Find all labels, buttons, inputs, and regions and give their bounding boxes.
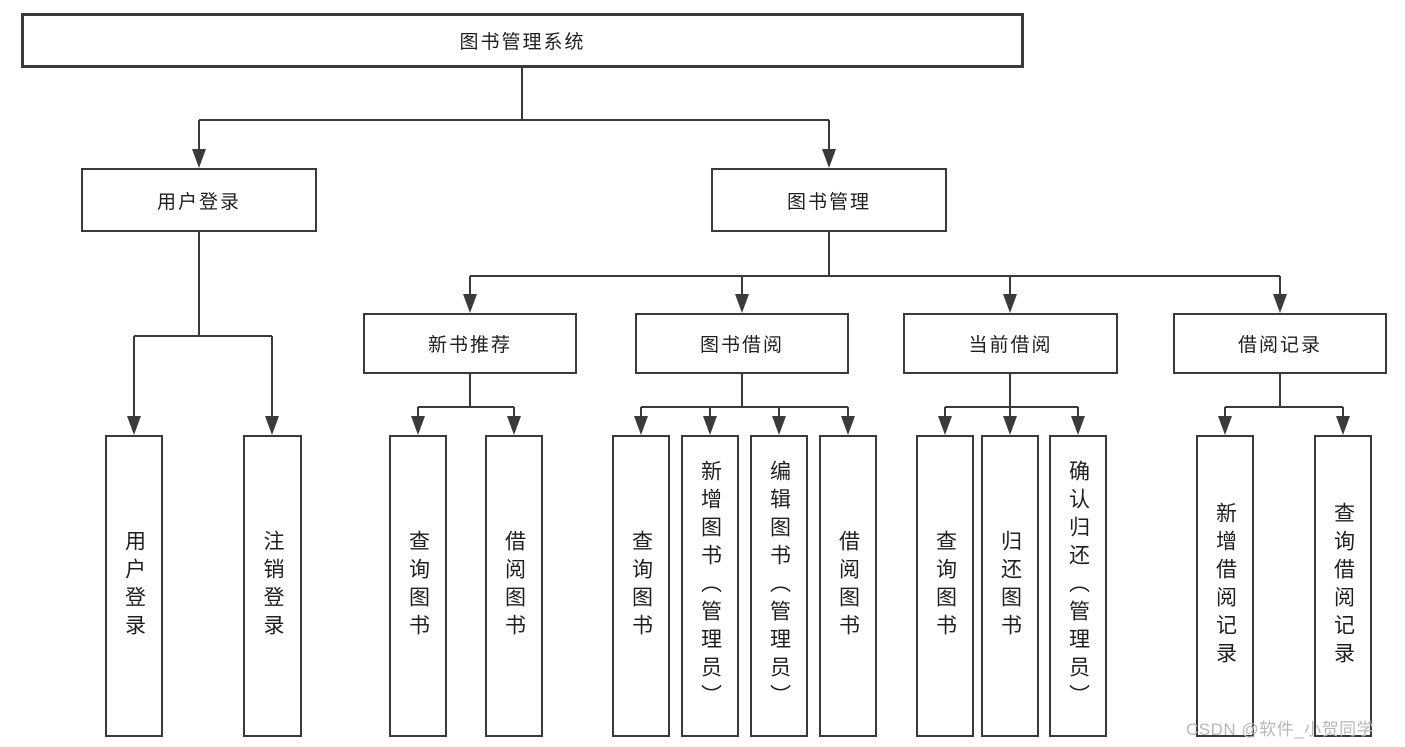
connector-new-book-children — [417, 374, 515, 419]
leaf-borrow-books-1: 借阅图书 — [485, 435, 543, 737]
arrowhead — [1336, 416, 1350, 435]
leaf-query-books-2: 查询图书 — [612, 435, 670, 737]
node-user-login-label: 用户登录 — [156, 191, 241, 213]
arrowhead — [735, 294, 749, 313]
leaf-add-book-admin: 新增图书（管理员） — [681, 435, 739, 737]
leaf-logout: 注销登录 — [243, 435, 302, 737]
leaf-confirm-return-admin-label: 确认归还（管理员） — [1066, 460, 1090, 712]
connector-current-borrow-children — [944, 374, 1079, 419]
arrowhead — [1218, 416, 1232, 435]
leaf-query-books-3: 查询图书 — [916, 435, 974, 737]
node-book-borrow-label: 图书借阅 — [699, 335, 784, 356]
arrowhead — [1003, 416, 1017, 435]
arrowhead — [192, 149, 206, 168]
leaf-confirm-return-admin: 确认归还（管理员） — [1049, 435, 1107, 737]
node-book-management-label: 图书管理 — [786, 191, 871, 213]
leaf-query-borrow-record: 查询借阅记录 — [1314, 435, 1372, 737]
leaf-query-books-3-label: 查询图书 — [933, 530, 957, 642]
node-new-book-recommend: 新书推荐 — [363, 313, 577, 374]
leaf-edit-book-admin: 编辑图书（管理员） — [750, 435, 808, 737]
arrowhead — [703, 416, 717, 435]
leaf-add-borrow-record: 新增借阅记录 — [1196, 435, 1254, 737]
leaf-query-books-1: 查询图书 — [389, 435, 447, 737]
leaf-add-book-admin-label: 新增图书（管理员） — [698, 460, 722, 712]
node-new-book-recommend-label: 新书推荐 — [427, 335, 512, 356]
node-current-borrow-label: 当前借阅 — [968, 335, 1053, 356]
arrowhead — [1273, 294, 1287, 313]
leaf-logout-label: 注销登录 — [261, 530, 285, 642]
leaf-query-books-1-label: 查询图书 — [406, 530, 430, 642]
leaf-borrow-books-1-label: 借阅图书 — [502, 530, 526, 642]
arrowhead — [265, 416, 279, 435]
connector-book-borrow-children — [640, 374, 849, 419]
node-book-management: 图书管理 — [711, 168, 947, 232]
arrowhead — [1003, 294, 1017, 313]
arrowhead — [938, 416, 952, 435]
leaf-return-books: 归还图书 — [981, 435, 1039, 737]
node-borrow-record: 借阅记录 — [1173, 313, 1387, 374]
node-library-system: 图书管理系统 — [21, 13, 1024, 68]
arrowhead — [772, 416, 786, 435]
connector-user-login-children — [133, 232, 273, 419]
leaf-edit-book-admin-label: 编辑图书（管理员） — [767, 460, 791, 712]
arrowhead — [411, 416, 425, 435]
leaf-add-borrow-record-label: 新增借阅记录 — [1213, 502, 1237, 670]
arrowhead — [127, 416, 141, 435]
leaf-user-login: 用户登录 — [105, 435, 163, 737]
arrowhead — [841, 416, 855, 435]
arrowhead — [463, 294, 477, 313]
node-user-login: 用户登录 — [81, 168, 317, 232]
leaf-borrow-books-2: 借阅图书 — [819, 435, 877, 737]
leaf-return-books-label: 归还图书 — [998, 530, 1022, 642]
arrowhead — [634, 416, 648, 435]
arrowhead — [822, 149, 836, 168]
node-book-borrow: 图书借阅 — [635, 313, 849, 374]
connector-borrow-record-children — [1224, 374, 1344, 419]
connector-book-mgmt-children — [469, 232, 1281, 297]
node-borrow-record-label: 借阅记录 — [1237, 335, 1322, 356]
node-current-borrow: 当前借阅 — [903, 313, 1118, 374]
node-library-system-label: 图书管理系统 — [459, 32, 586, 53]
leaf-borrow-books-2-label: 借阅图书 — [836, 530, 860, 642]
arrowhead — [507, 416, 521, 435]
leaf-user-login-label: 用户登录 — [122, 530, 146, 642]
arrowheads — [127, 149, 1350, 435]
connector-root-to-level2 — [198, 68, 830, 152]
arrowhead — [1071, 416, 1085, 435]
leaf-query-books-2-label: 查询图书 — [629, 530, 653, 642]
leaf-query-borrow-record-label: 查询借阅记录 — [1331, 502, 1355, 670]
